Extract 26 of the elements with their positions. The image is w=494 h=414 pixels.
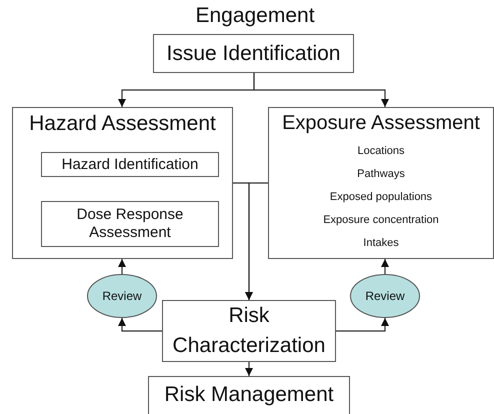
arrow <box>118 318 162 332</box>
arrow <box>253 73 389 107</box>
arrow <box>336 318 389 332</box>
arrow <box>245 182 268 300</box>
review-ellipse <box>87 274 157 318</box>
assessment-panel <box>268 107 494 259</box>
node-label: Review <box>102 289 142 303</box>
process-box: Dose Response Assessment <box>41 201 219 247</box>
process-box: Risk Management <box>148 376 350 414</box>
process-box: Risk Characterization <box>162 300 336 362</box>
review-ellipse <box>350 274 420 318</box>
arrow <box>245 362 253 376</box>
list-item: Pathways <box>356 167 406 182</box>
list-item: Locations <box>356 144 406 159</box>
list-item: Exposed populations <box>328 190 434 205</box>
node-label: Review <box>365 289 405 303</box>
arrow <box>118 259 126 274</box>
panel-heading: Exposure Assessment <box>281 112 481 135</box>
process-box: Hazard Identification <box>41 152 219 177</box>
diagram-title: Engagement <box>194 4 316 28</box>
list-item: Intakes <box>362 236 400 251</box>
arrow <box>381 259 389 274</box>
list-item: Exposure concentration <box>322 213 440 228</box>
process-box: Issue Identification <box>153 34 354 73</box>
panel-heading: Hazard Assessment <box>28 112 217 136</box>
assessment-panel <box>12 107 233 259</box>
